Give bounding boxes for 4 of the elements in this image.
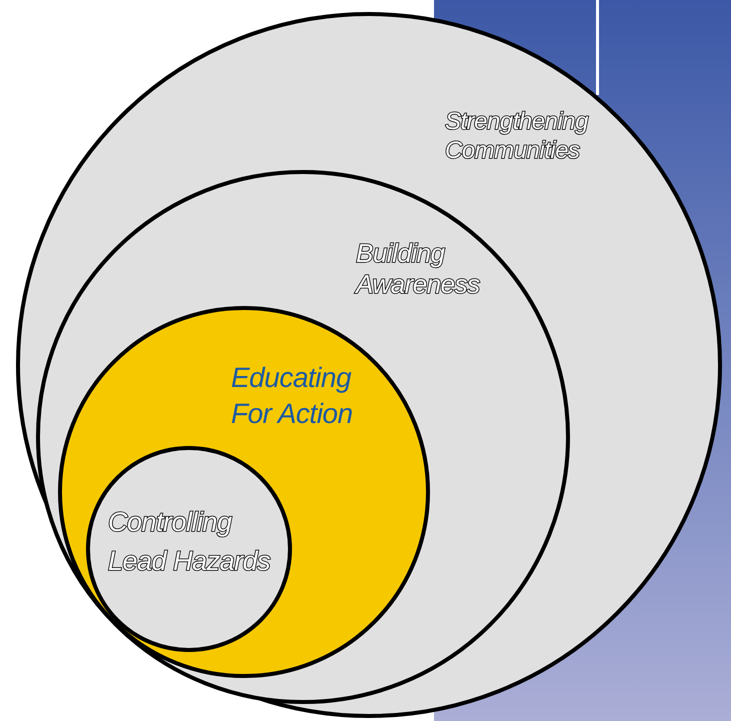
circle-label: Controlling Lead Hazards xyxy=(108,506,272,578)
circle-label: Building Awareness xyxy=(356,238,481,300)
circle-label: Strengthening Communities xyxy=(445,108,590,166)
circle-label: Educating For Action xyxy=(231,361,354,432)
